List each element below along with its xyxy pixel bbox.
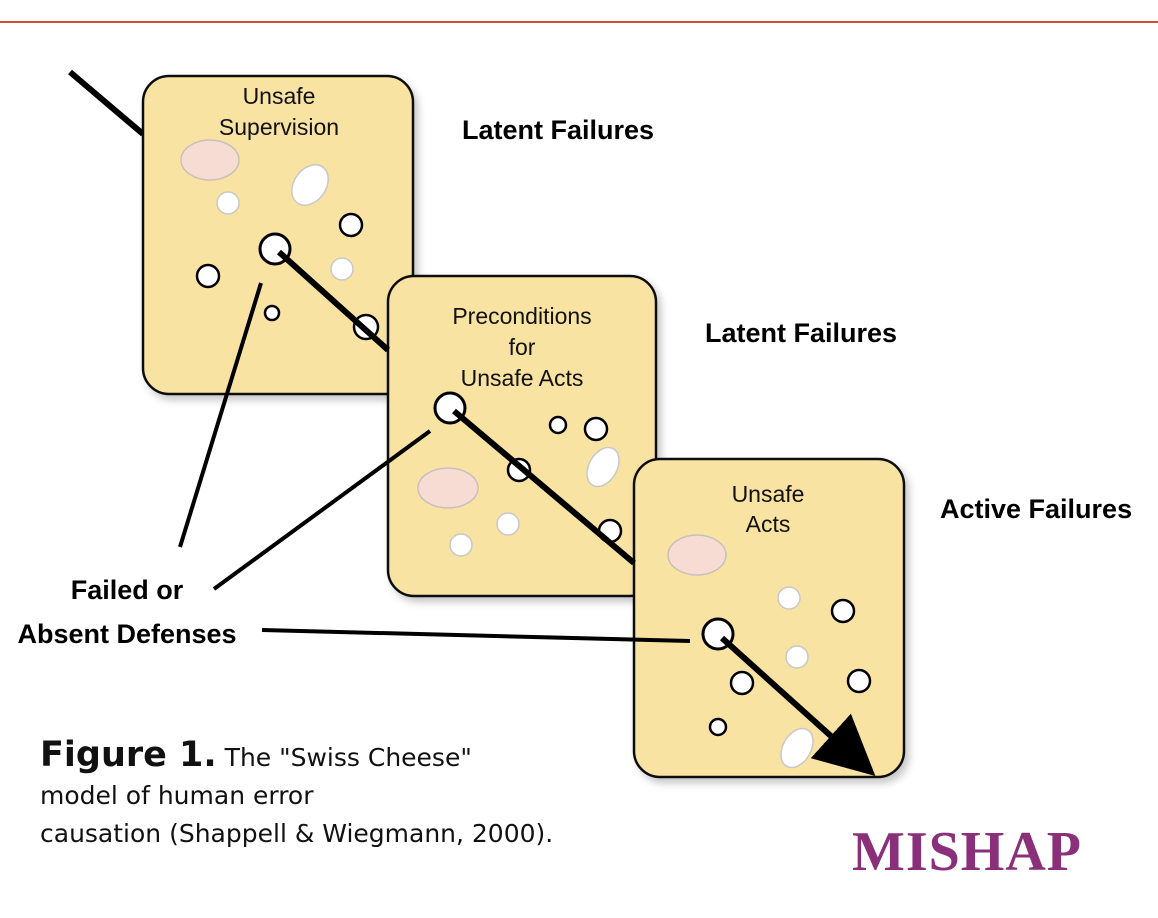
slice-label-line: Supervision <box>219 114 339 140</box>
slice-label-line: for <box>509 334 536 360</box>
pink-hole <box>667 534 727 576</box>
hole <box>195 263 221 289</box>
pink-hole <box>180 139 240 181</box>
faded-hole <box>785 645 809 669</box>
failure-label: Active Failures <box>940 494 1132 524</box>
figure-number: Figure 1. <box>40 735 217 775</box>
defense-pointer-line <box>261 628 691 643</box>
slice-label-line: Preconditions <box>452 303 591 329</box>
defenses-label-line: Failed or <box>71 575 184 605</box>
top-rule <box>0 21 1158 23</box>
faded-hole <box>330 257 354 281</box>
slice-preconditions: Preconditions for Unsafe Acts <box>386 274 658 598</box>
brand-logo: MISHAP <box>852 821 1082 883</box>
trajectory-segment <box>276 249 391 353</box>
defenses-label-line: Absent Defenses <box>17 619 236 649</box>
faded-hole <box>449 533 473 557</box>
failure-label: Latent Failures <box>705 318 897 348</box>
trajectory-segment <box>452 408 636 566</box>
slice-label-line: Unsafe <box>243 83 316 109</box>
faded-hole <box>586 446 620 488</box>
slice-card <box>386 274 658 598</box>
slice-unsafe-supervision: Unsafe Supervision <box>141 74 415 396</box>
hole <box>846 668 872 694</box>
entry-line <box>68 69 145 137</box>
hole <box>263 304 281 322</box>
slice-label-line: Unsafe <box>732 481 805 507</box>
failure-label: Latent Failures <box>462 115 654 145</box>
hole <box>548 415 568 435</box>
slice-unsafe-acts: Unsafe Acts <box>632 457 906 779</box>
hole <box>729 670 755 696</box>
defense-pointer-line <box>212 429 432 591</box>
defense-pointer-line <box>178 282 263 548</box>
faded-hole <box>496 512 520 536</box>
trajectory-arrow <box>719 635 876 777</box>
caption-line: causation (Shappell & Wiegmann, 2000). <box>40 819 554 848</box>
pink-hole <box>417 467 479 509</box>
hole <box>830 598 856 624</box>
hole <box>583 416 609 442</box>
hole <box>708 717 728 737</box>
slice-label-line: Acts <box>746 511 791 537</box>
hole <box>338 212 364 238</box>
faded-hole <box>777 586 801 610</box>
figure-caption: Figure 1. The "Swiss Cheese" model of hu… <box>40 736 720 853</box>
faded-hole <box>216 191 240 215</box>
slice-label-line: Unsafe Acts <box>461 365 584 391</box>
caption-line: The "Swiss Cheese" <box>224 743 472 772</box>
faded-hole <box>291 164 329 206</box>
faded-hole <box>780 727 814 769</box>
caption-line: model of human error <box>40 781 314 810</box>
